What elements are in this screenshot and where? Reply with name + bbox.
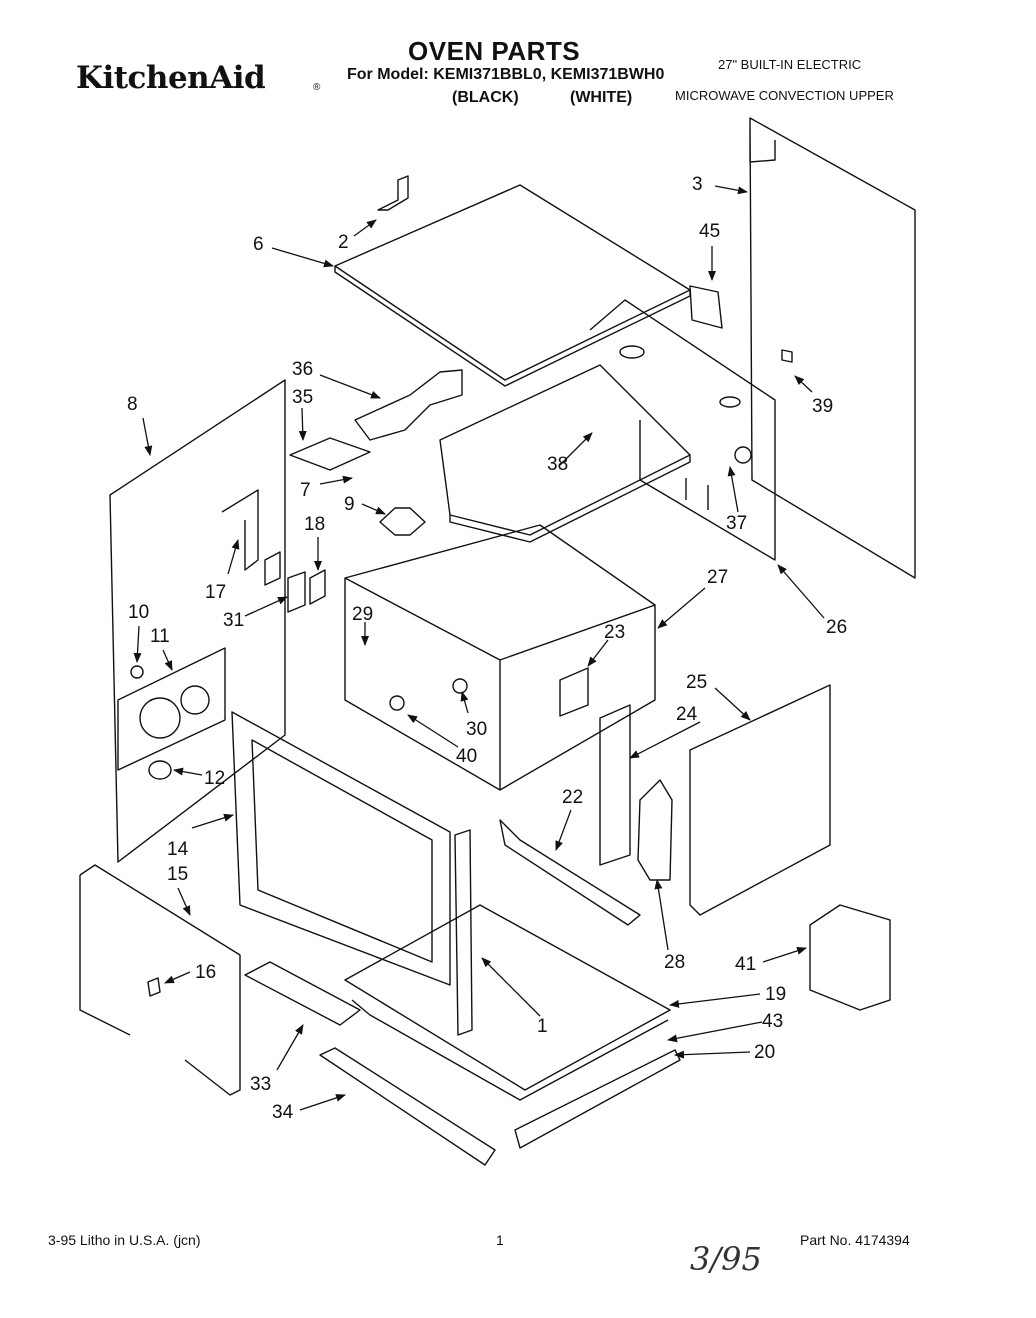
callout-18: 18	[304, 514, 325, 535]
product-line-1: 27" BUILT-IN ELECTRIC	[718, 57, 862, 72]
model-line: For Model: KEMI371BBL0, KEMI371BWH0	[347, 66, 665, 83]
callout-17: 17	[205, 582, 226, 603]
callout-45: 45	[699, 221, 720, 242]
callout-41: 41	[735, 954, 756, 975]
callout-11: 11	[150, 626, 170, 647]
rear-panel	[589, 299, 776, 561]
callout-40: 40	[456, 746, 477, 767]
mount-plate	[559, 667, 589, 717]
stirrer-motor	[379, 507, 426, 536]
brand-logo: KitchenAid	[76, 60, 266, 96]
callout-31: 31	[223, 610, 244, 631]
grille	[319, 1047, 496, 1166]
callout-8: 8	[127, 394, 138, 415]
color-black-label: (BLACK)	[452, 89, 519, 106]
mounting-bracket	[689, 285, 723, 329]
air-duct	[354, 369, 463, 441]
callout-29: 29	[352, 604, 373, 625]
bottom-rail	[514, 1049, 681, 1149]
callout-28: 28	[664, 952, 685, 973]
door-latch	[637, 779, 673, 881]
callout-43: 43	[762, 1011, 783, 1032]
switch-2	[287, 571, 306, 613]
support-bar	[499, 819, 641, 926]
print-info: 3-95 Litho in U.S.A. (jcn)	[48, 1232, 201, 1248]
left-side-panel	[109, 379, 286, 863]
switch	[264, 551, 326, 605]
right-side-panel	[749, 117, 916, 579]
door-gasket	[79, 864, 241, 1096]
latch-bracket	[599, 704, 631, 866]
bottom-panel	[344, 904, 671, 1091]
callout-20: 20	[754, 1042, 775, 1063]
callout-6: 6	[253, 234, 264, 255]
callout-24: 24	[676, 704, 698, 725]
registered-mark: ®	[313, 82, 321, 93]
callout-33: 33	[250, 1074, 271, 1095]
trim-strip	[454, 829, 473, 1036]
callout-19: 19	[765, 984, 786, 1005]
door-frame	[231, 711, 451, 986]
hinge	[221, 489, 259, 571]
product-line-2: MICROWAVE CONVECTION UPPER	[675, 88, 894, 103]
callout-16: 16	[195, 962, 216, 983]
bracket	[377, 175, 409, 211]
callout-26: 26	[826, 617, 847, 638]
callout-14: 14	[167, 839, 189, 860]
vent-part	[289, 437, 371, 471]
bottom-trim	[351, 999, 669, 1101]
callout-22: 22	[562, 787, 583, 808]
callout-38: 38	[547, 454, 568, 475]
callout-15: 15	[167, 864, 188, 885]
handwritten-note: 3/95	[690, 1240, 762, 1278]
callout-9: 9	[344, 494, 355, 515]
lamp-housing	[117, 647, 226, 771]
gasket-clip	[147, 977, 161, 997]
callout-12: 12	[204, 768, 225, 789]
callout-36: 36	[292, 359, 313, 380]
callout-25: 25	[686, 672, 707, 693]
callout-34: 34	[272, 1102, 294, 1123]
clip	[781, 349, 793, 363]
callout-10: 10	[128, 602, 149, 623]
vent-plate	[244, 961, 361, 1026]
mid-plate	[439, 364, 691, 543]
callout-2: 2	[338, 232, 349, 253]
callout-1: 1	[537, 1016, 548, 1037]
callout-30: 30	[466, 719, 487, 740]
page-title: OVEN PARTS	[408, 36, 581, 66]
page-number: 1	[496, 1232, 504, 1248]
callout-3: 3	[692, 174, 703, 195]
callout-27: 27	[707, 567, 728, 588]
callout-39: 39	[812, 396, 833, 417]
callout-35: 35	[292, 387, 313, 408]
callout-7: 7	[300, 480, 311, 501]
door-panel	[689, 684, 831, 916]
callout-23: 23	[604, 622, 625, 643]
cover	[809, 904, 891, 1011]
top-panel	[334, 184, 691, 387]
part-number: Part No. 4174394	[800, 1232, 910, 1248]
callout-37: 37	[726, 513, 747, 534]
color-white-label: (WHITE)	[570, 89, 633, 106]
oven-cavity	[344, 524, 656, 791]
